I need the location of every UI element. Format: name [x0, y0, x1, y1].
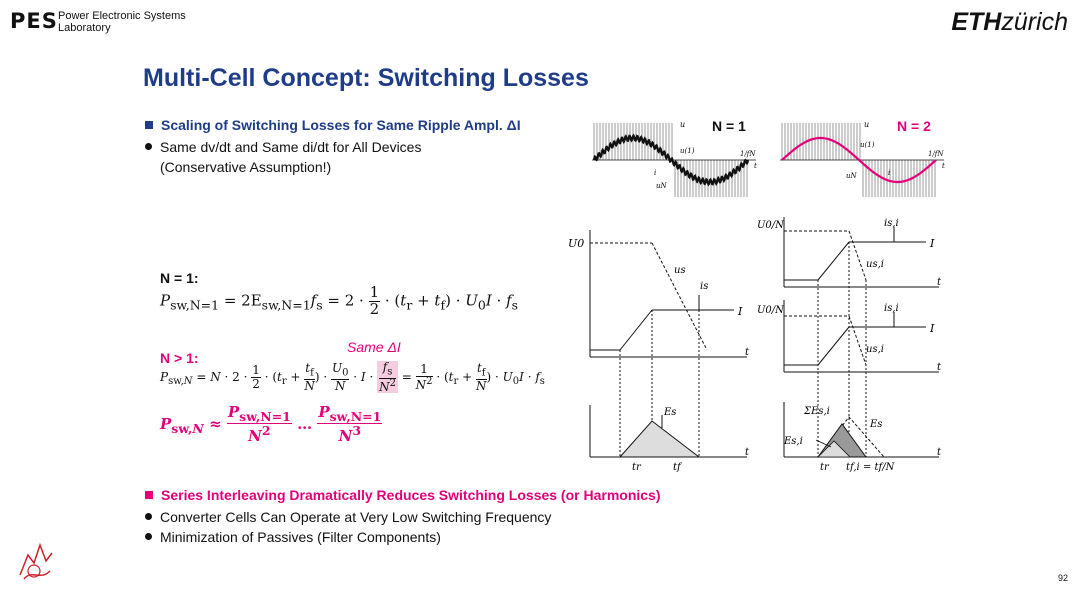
Esi-label: Es,i [783, 436, 803, 447]
square-bullet-icon [145, 121, 153, 129]
Es-label: Es [869, 419, 882, 430]
pwm-bars-n2 [781, 123, 936, 197]
t-label: t [937, 362, 942, 373]
t-label: t [745, 447, 750, 458]
usi-label: us,i [866, 344, 884, 355]
section1-heading: Scaling of Switching Losses for Same Rip… [145, 117, 521, 133]
waveform-n1: u u(1) 1/fN t i uN [592, 120, 757, 197]
lab-name-line1: Power Electronic Systems [58, 10, 186, 22]
bullet-dot-icon [145, 533, 152, 540]
eth-emblem-icon [19, 542, 53, 580]
u1-label: u(1) [860, 141, 875, 149]
loss-triangle-sub [817, 440, 851, 458]
period-label: 1/fN [928, 150, 944, 158]
same-ripple-label: Same ΔI [347, 339, 401, 355]
section2-heading: Series Interleaving Dramatically Reduces… [145, 487, 661, 503]
tf-label: tf [673, 462, 683, 473]
bullet-dot-icon [145, 143, 152, 150]
section1-bullet-line1: Same dv/dt and Same di/dt for All Device… [160, 139, 422, 155]
eq-n1-label: N = 1: [160, 270, 199, 286]
u-label: u [864, 120, 869, 129]
t-label: t [937, 277, 942, 288]
section1-bullet: Same dv/dt and Same di/dt for All Device… [145, 137, 421, 177]
is-rise [619, 309, 653, 351]
slide-title: Multi-Cell Concept: Switching Losses [143, 64, 589, 92]
U0N-label: U0/N [757, 220, 785, 231]
section2-bullet-1: Converter Cells Can Operate at Very Low … [160, 509, 552, 525]
I-label: I [737, 305, 743, 318]
t-label: t [937, 447, 942, 458]
Es-label: Es [663, 407, 676, 418]
section1-heading-text: Scaling of Switching Losses for Same Rip… [161, 117, 521, 133]
is-label: is [700, 281, 708, 292]
t-label: t [745, 347, 750, 358]
tfi-label: tf,i = tf/N [846, 462, 896, 473]
bullet-dot-icon [145, 513, 152, 520]
isi-label: is,i [884, 218, 899, 229]
eq-n2-label: N > 1: [160, 350, 199, 366]
lab-name: Power Electronic Systems Laboratory [58, 10, 186, 34]
uN-label: uN [656, 182, 668, 190]
eth-logo-bold: ETH [951, 8, 1002, 36]
Esi-pointer [815, 439, 832, 448]
tr-label: tr [820, 462, 830, 473]
us-label: us [674, 265, 686, 276]
usi-label: us,i [866, 259, 884, 270]
t-label: t [754, 162, 757, 170]
current-ripple-curve [781, 136, 937, 184]
period-label: 1/fN [740, 150, 756, 158]
sumEsi-label: ΣEs,i [803, 406, 830, 417]
waveform-n2: u u(1) 1/fN t i uN [780, 120, 945, 197]
lab-name-line2: Laboratory [58, 22, 111, 34]
section2-bullets: Converter Cells Can Operate at Very Low … [145, 507, 551, 547]
section2-bullet-2: Minimization of Passives (Filter Compone… [160, 529, 441, 545]
eth-logo-rest: zürich [1001, 8, 1068, 36]
U0N-label: U0/N [757, 305, 785, 316]
switching-transition-n1: U0 us is I t Es t tr tf [568, 230, 750, 473]
uN-label: uN [846, 172, 858, 180]
us-fall [848, 315, 867, 366]
n1-label: N = 1 [712, 118, 746, 134]
U0-label: U0 [568, 237, 584, 250]
t-label: t [942, 162, 945, 170]
I-label: I [929, 322, 935, 335]
eth-logo: ETHzürich [951, 8, 1068, 37]
us-fall [848, 230, 867, 281]
loss-triangle [618, 420, 701, 458]
u1-label: u(1) [680, 147, 695, 155]
u-label: u [680, 120, 685, 129]
is-rise [817, 326, 850, 366]
pes-logo: PES [10, 9, 58, 33]
page-number: 92 [1057, 573, 1068, 583]
section1-bullet-line2: (Conservative Assumption!) [160, 159, 332, 175]
i-label: i [888, 169, 890, 177]
section2-heading-text: Series Interleaving Dramatically Reduces… [161, 487, 661, 503]
n2-label: N = 2 [897, 118, 931, 134]
us-fall [651, 242, 708, 351]
I-label: I [929, 237, 935, 250]
switching-transition-n2: U0/N U0/N is,i is,i I I us,i us,i t t t … [757, 217, 942, 473]
square-bullet-icon [145, 491, 153, 499]
is-rise [817, 241, 850, 281]
tr-label: tr [632, 462, 642, 473]
fundamental-curve [593, 137, 749, 183]
i-label: i [654, 169, 656, 177]
isi-label: is,i [884, 303, 899, 314]
